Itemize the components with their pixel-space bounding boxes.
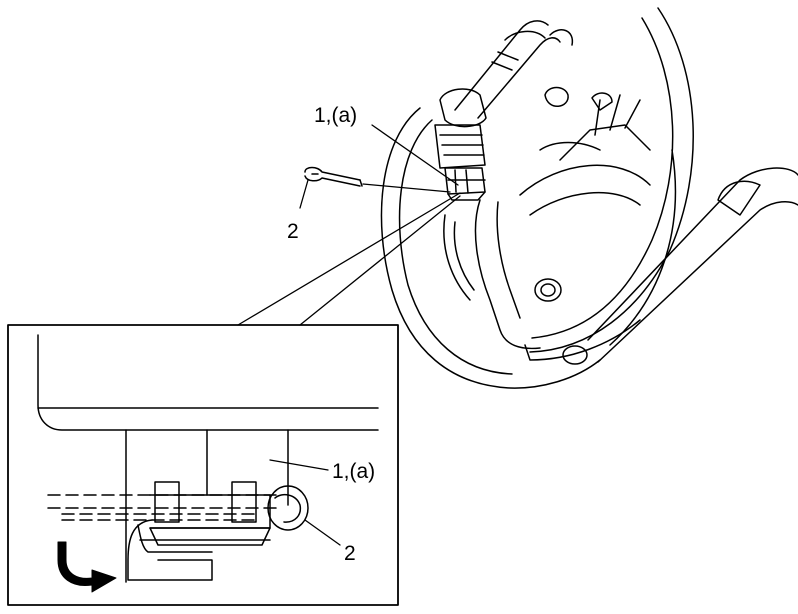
callout-nut-detail: 1,(a)	[332, 460, 375, 483]
callout-pin-top: 2	[287, 220, 299, 243]
detail-view	[7, 324, 399, 606]
cotter-pin-top	[304, 166, 363, 187]
lower-arm	[587, 167, 798, 363]
leader-lines	[299, 124, 459, 209]
tie-rod-end	[434, 20, 613, 169]
fender-arch	[524, 7, 694, 361]
brake-disc	[380, 107, 601, 389]
callout-nut-top: 1,(a)	[314, 104, 357, 127]
castle-nut	[444, 167, 486, 201]
curved-arrow-icon	[57, 541, 117, 593]
detail-connector	[237, 192, 461, 326]
callout-pin-detail: 2	[344, 542, 356, 565]
steering-knuckle	[474, 94, 651, 365]
